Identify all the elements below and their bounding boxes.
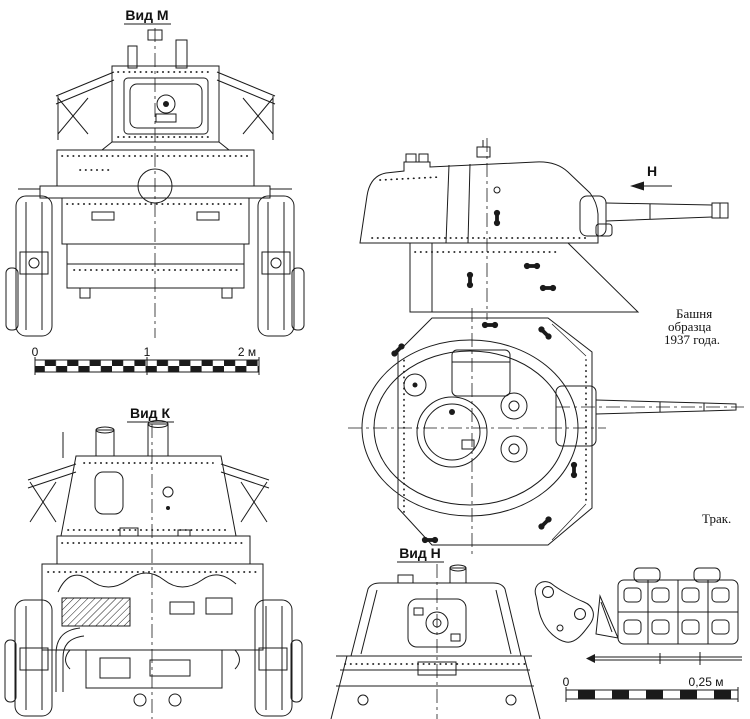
scale-small-1: 0,25 м <box>689 675 724 689</box>
scale-main-2: 2 м <box>238 345 256 359</box>
view-k-label: Вид К <box>130 405 170 421</box>
scale-small-0: 0 <box>563 675 570 689</box>
track-note: Трак. <box>702 511 731 526</box>
scale-main-0: 0 <box>32 345 39 359</box>
turret-note-line-3: 1937 года. <box>664 332 720 347</box>
view-h-label: Вид Н <box>399 545 441 561</box>
view-h-turret-front <box>330 564 541 719</box>
scale-bar-small: 0 0,25 м <box>563 675 739 702</box>
turret-model-note: Башня образца 1937 года. <box>664 306 720 347</box>
turret-note-line-2: образца <box>668 319 711 334</box>
scale-main-1: 1 <box>144 345 151 359</box>
view-m-label: Вид М <box>125 7 168 23</box>
direction-h-label: Н <box>647 163 657 179</box>
turret-note-line-1: Башня <box>676 306 712 321</box>
track-links-top-view <box>617 567 739 645</box>
view-k-rear-view <box>4 420 303 719</box>
scale-bar-main: 0 1 2 м <box>32 345 260 375</box>
turret-top-view <box>348 308 744 556</box>
view-m-front-view <box>5 28 305 338</box>
track-link-side-view <box>534 581 619 643</box>
scale-small-bar <box>565 689 739 700</box>
track-pin <box>586 652 742 665</box>
direction-h-arrow <box>630 181 672 191</box>
turret-side-view <box>359 138 729 320</box>
